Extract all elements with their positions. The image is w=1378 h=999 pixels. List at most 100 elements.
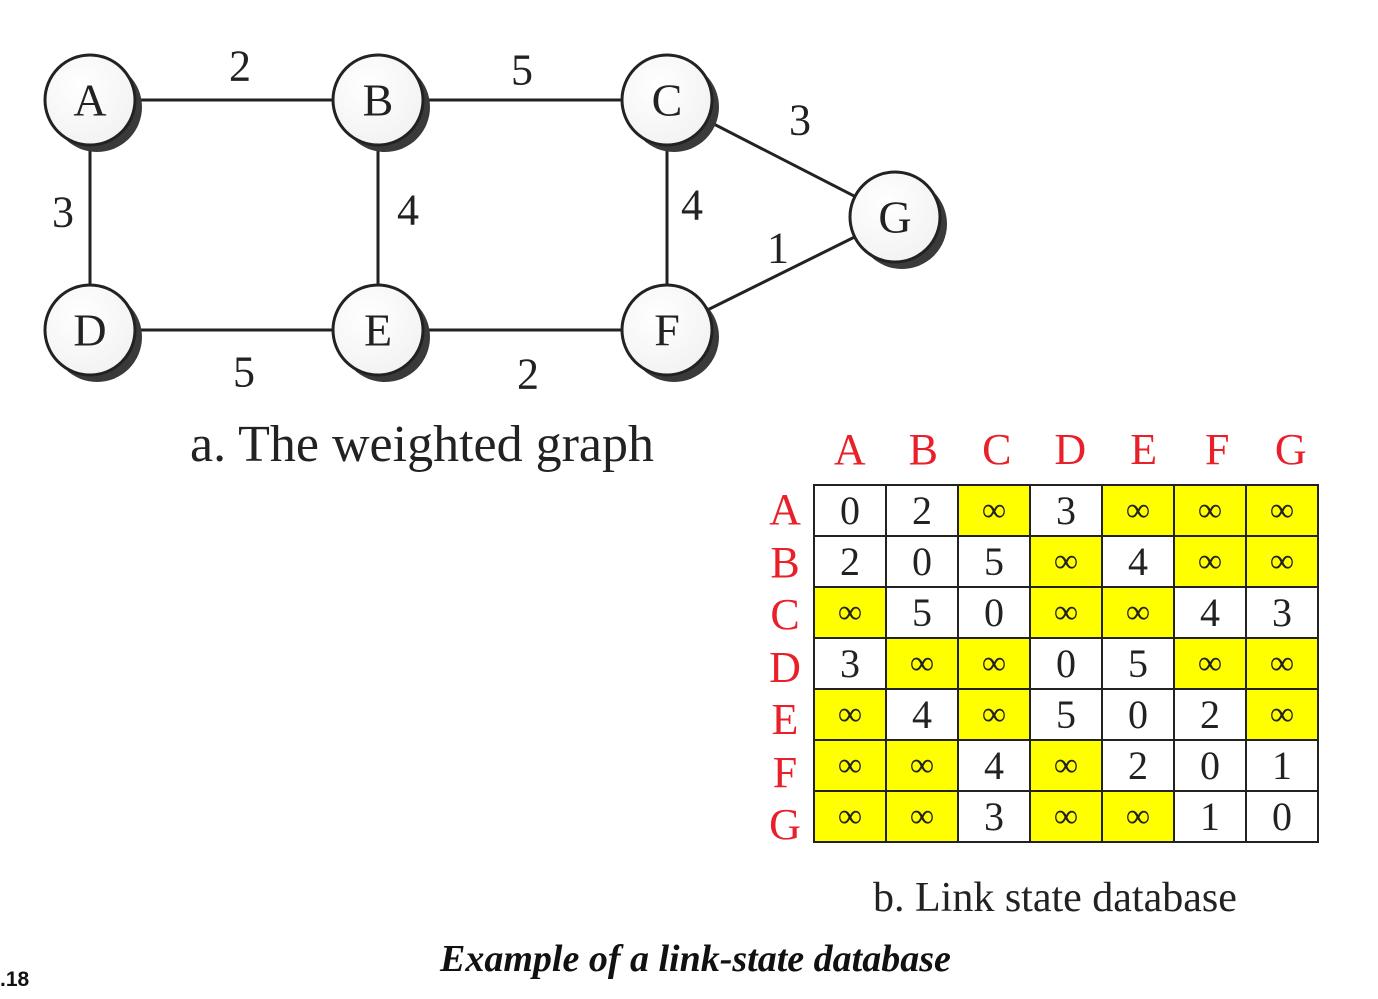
node-circle — [43, 283, 137, 377]
table-cell: ∞ — [1173, 484, 1247, 537]
column-header-a: A — [833, 425, 866, 474]
row-header-b: B — [770, 537, 800, 587]
node-f: F — [620, 283, 719, 382]
table-cell: ∞ — [957, 484, 1031, 537]
row-header-f: F — [772, 747, 798, 797]
graph-caption: a. The weighted graph — [190, 416, 654, 473]
table-cell: ∞ — [1173, 637, 1247, 690]
table-cell: 2 — [813, 535, 887, 588]
node-label: F — [654, 305, 680, 356]
table-cell: ∞ — [813, 739, 887, 792]
row-header-g: G — [769, 800, 801, 849]
node-d: D — [43, 283, 142, 382]
column-header-f: F — [1205, 425, 1230, 474]
node-circle — [620, 283, 714, 377]
node-label: C — [652, 75, 683, 126]
figure-number: .18 — [0, 968, 30, 991]
table-cell: ∞ — [957, 637, 1031, 690]
edge-weight-a-d: 3 — [52, 188, 74, 237]
edge-weight-f-g: 1 — [767, 224, 789, 273]
table-cell: 1 — [1245, 739, 1319, 792]
table-cell: ∞ — [1029, 739, 1103, 792]
table-cell: 0 — [813, 484, 887, 537]
node-label: E — [364, 305, 392, 356]
table-cell: ∞ — [1101, 790, 1175, 843]
table-cell: 2 — [1101, 739, 1175, 792]
table-cell: 5 — [1101, 637, 1175, 690]
row-header-a: A — [769, 485, 801, 534]
edge-weight-b-e: 4 — [397, 186, 419, 235]
node-g: G — [848, 170, 947, 269]
column-header-b: B — [908, 425, 938, 474]
table-cell: 0 — [1245, 790, 1319, 843]
table-cell: 4 — [885, 688, 959, 741]
column-header-g: G — [1274, 425, 1307, 474]
node-circle — [43, 53, 137, 147]
node-c: C — [620, 53, 719, 152]
edge-weight-b-c: 5 — [511, 46, 533, 95]
table-cell: ∞ — [1173, 535, 1247, 588]
row-header-e: E — [771, 695, 799, 744]
figure-caption: Example of a link-state database — [440, 938, 951, 980]
table-cell: ∞ — [813, 790, 887, 843]
row-header-d: D — [769, 642, 801, 692]
table-cell: ∞ — [1029, 535, 1103, 588]
table-cell: ∞ — [885, 637, 959, 690]
table-cell: ∞ — [1245, 484, 1319, 537]
edge-weight-e-f: 2 — [517, 350, 539, 399]
table-cell: 4 — [1101, 535, 1175, 588]
table-cell: ∞ — [1029, 790, 1103, 843]
node-circle — [331, 53, 425, 147]
node-b: B — [331, 53, 430, 152]
table-cell: 3 — [957, 790, 1031, 843]
row-header-c: C — [770, 590, 800, 639]
node-circle — [331, 283, 425, 377]
table-cell: ∞ — [1245, 535, 1319, 588]
table-cell: 5 — [957, 535, 1031, 588]
column-header-d: D — [1054, 425, 1087, 474]
table-cell: 1 — [1173, 790, 1247, 843]
table-cell: ∞ — [1245, 637, 1319, 690]
table-cell: 4 — [1173, 586, 1247, 639]
node-circle — [620, 53, 714, 147]
node-label: G — [878, 192, 911, 243]
node-label: B — [363, 75, 394, 126]
node-label: D — [73, 305, 106, 356]
table-cell: 3 — [1029, 484, 1103, 537]
table-cell: 0 — [957, 586, 1031, 639]
weighted-graph: 2 5 3 3 4 4 1 5 2 A B C D E F G — [43, 42, 947, 399]
table-cell: ∞ — [1101, 586, 1175, 639]
table-cell: 2 — [1173, 688, 1247, 741]
edge-weight-c-g: 3 — [789, 96, 811, 145]
table-cell: ∞ — [885, 790, 959, 843]
table-cell: ∞ — [1029, 586, 1103, 639]
table-cell: 0 — [1173, 739, 1247, 792]
column-header-e: E — [1130, 425, 1158, 474]
column-header-c: C — [982, 425, 1012, 474]
node-label: A — [73, 75, 106, 126]
edge-weight-c-f: 4 — [681, 181, 703, 230]
table-cell: 3 — [813, 637, 887, 690]
table-cell: ∞ — [1245, 688, 1319, 741]
table-cell: ∞ — [813, 586, 887, 639]
table-cell: 3 — [1245, 586, 1319, 639]
table-cell: ∞ — [813, 688, 887, 741]
table-cell: 0 — [1029, 637, 1103, 690]
node-e: E — [331, 283, 430, 382]
table-cell: 5 — [1029, 688, 1103, 741]
table-cell: 0 — [1101, 688, 1175, 741]
table-cell: 5 — [885, 586, 959, 639]
table-cell: 2 — [885, 484, 959, 537]
edge-weight-d-e: 5 — [233, 348, 255, 397]
edge-weight-a-b: 2 — [229, 42, 251, 91]
table-cell: 0 — [885, 535, 959, 588]
table-cell: ∞ — [885, 739, 959, 792]
